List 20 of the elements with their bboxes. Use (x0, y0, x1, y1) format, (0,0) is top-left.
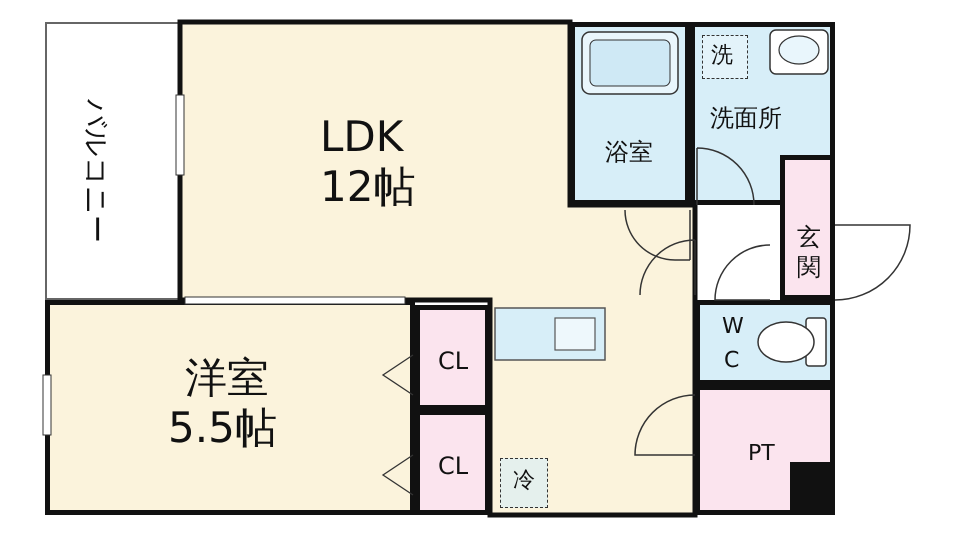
room-label: LDK (320, 114, 404, 160)
room-label: 浴室 (605, 139, 653, 166)
room-label: バルコニー (80, 99, 111, 243)
room-label: 洗 (711, 44, 733, 68)
room-label: W (722, 315, 744, 340)
room-label: 冷 (513, 469, 535, 494)
balcony-area (45, 22, 180, 300)
room-label: 5.5帖 (168, 405, 277, 452)
room-label: 12帖 (320, 164, 416, 210)
room-label: CL (438, 453, 468, 480)
room-label: CL (438, 348, 468, 374)
room-label: 玄関 (797, 222, 821, 282)
room-label: 洗面所 (710, 105, 782, 132)
room-area (780, 155, 835, 300)
washer-space (702, 35, 748, 79)
room-label: 洋室 (185, 355, 269, 402)
fridge-space (500, 458, 548, 508)
room-area (45, 300, 415, 515)
room-label: PT (748, 442, 775, 466)
room-label: C (724, 349, 740, 374)
